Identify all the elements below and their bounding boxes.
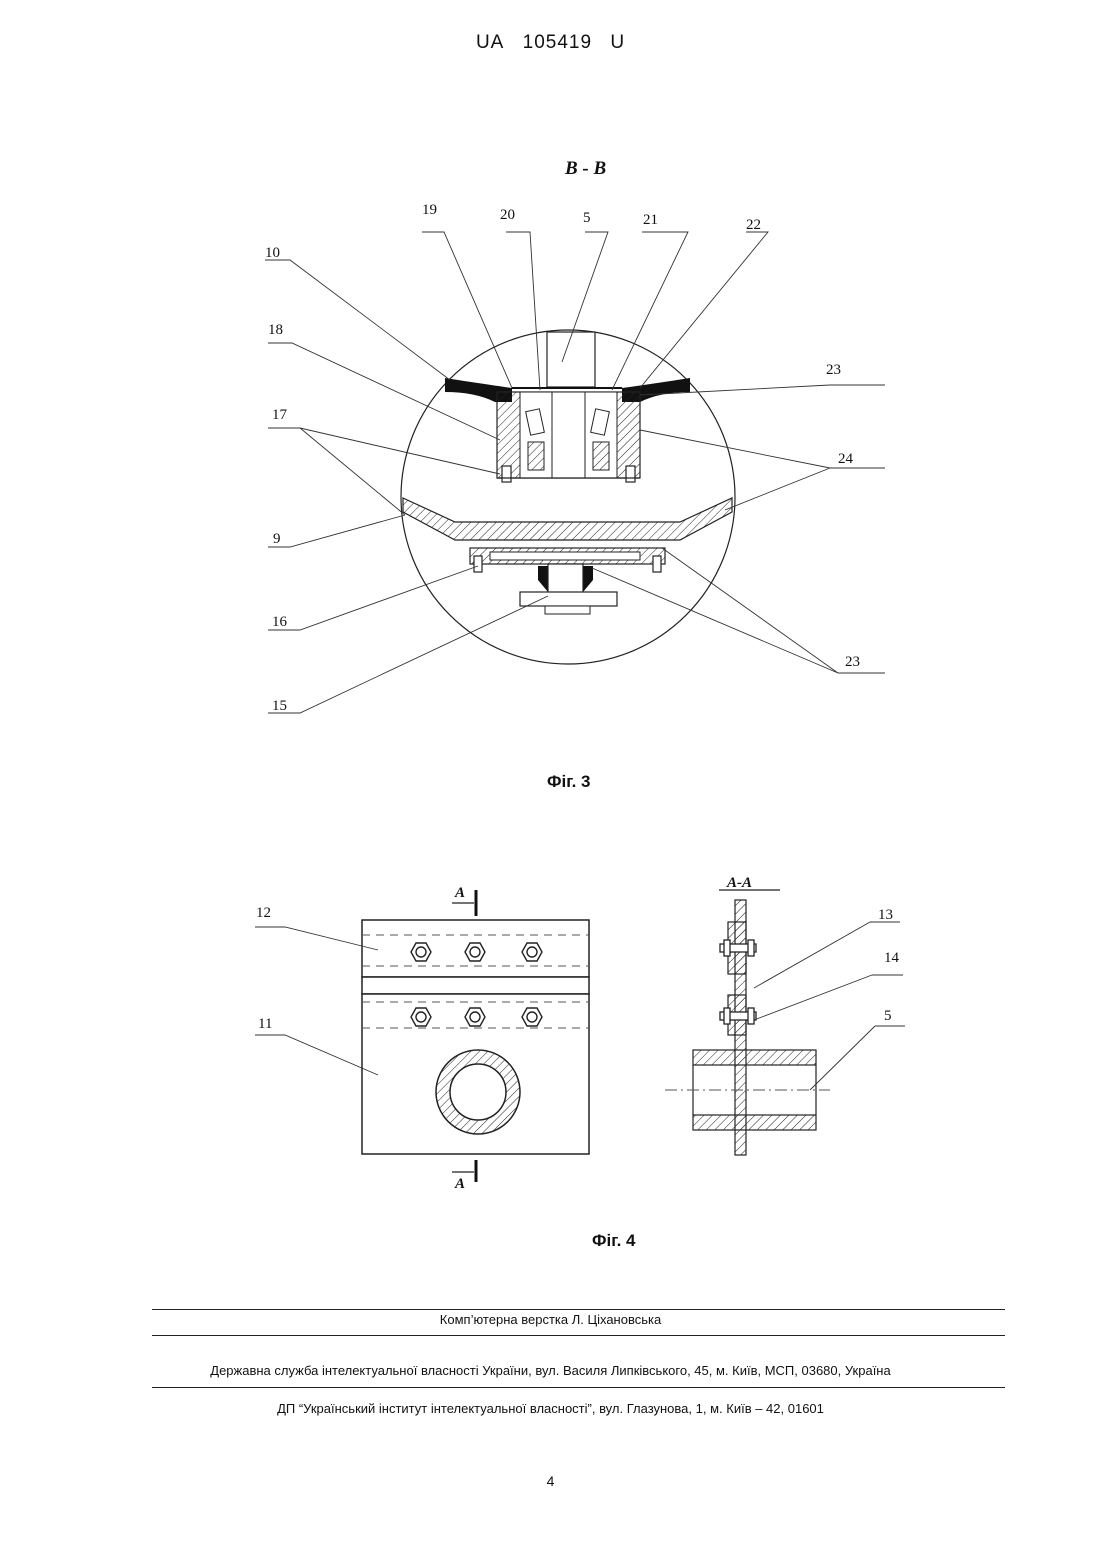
section-mark-top: A <box>454 885 465 901</box>
footer-rule-bottom <box>152 1387 1005 1388</box>
fig3-drawing: 19 20 5 21 22 10 18 17 23 24 9 16 23 15 <box>0 0 1101 800</box>
fig4-caption: Фіг. 4 <box>592 1231 636 1251</box>
fig3-label: 18 <box>268 322 283 338</box>
fig3-label: 19 <box>422 202 437 218</box>
fig4-label: 5 <box>884 1008 892 1024</box>
shaft-in-housing <box>552 392 585 478</box>
shaft-bottom <box>548 564 583 596</box>
shaft-top <box>547 332 595 387</box>
fig3-label: 15 <box>272 698 287 714</box>
section-mark-bottom: A <box>454 1176 465 1192</box>
section-aa-title: A-A <box>726 875 752 891</box>
fig3-label: 23 <box>845 654 860 670</box>
fig4-label: 13 <box>878 907 893 923</box>
typesetting-credit: Комп’ютерна верстка Л. Ціхановська <box>0 1312 1101 1327</box>
fig4-label: 14 <box>884 950 900 966</box>
fig4-label: 12 <box>256 905 271 921</box>
fig3-label: 9 <box>273 531 281 547</box>
fig3-label: 10 <box>265 245 280 261</box>
fig3-label: 17 <box>272 407 288 423</box>
lower-plate <box>403 498 732 540</box>
fig4-label: 11 <box>258 1016 272 1032</box>
fig3-caption: Фіг. 3 <box>547 772 591 792</box>
fig4-drawing: 12 11 13 14 5 A A A-A <box>0 860 1101 1230</box>
pipe-wall-top <box>693 1050 816 1065</box>
fig3-label: 20 <box>500 207 515 223</box>
fig3-label: 5 <box>583 210 591 226</box>
page-number: 4 <box>0 1473 1101 1489</box>
fig3-label: 16 <box>272 614 288 630</box>
footer-rule-top <box>152 1309 1005 1310</box>
bottom-flange <box>520 592 617 606</box>
agency-address: Державна служба інтелектуальної власност… <box>0 1363 1101 1378</box>
footer-rule-middle <box>152 1335 1005 1336</box>
fig3-label: 21 <box>643 212 658 228</box>
fig3-label: 24 <box>838 451 854 467</box>
fig3-label: 23 <box>826 362 841 378</box>
fig3-label: 22 <box>746 217 761 233</box>
institute-address: ДП “Український інститут інтелектуальної… <box>0 1401 1101 1416</box>
pipe-wall-bottom <box>693 1115 816 1130</box>
